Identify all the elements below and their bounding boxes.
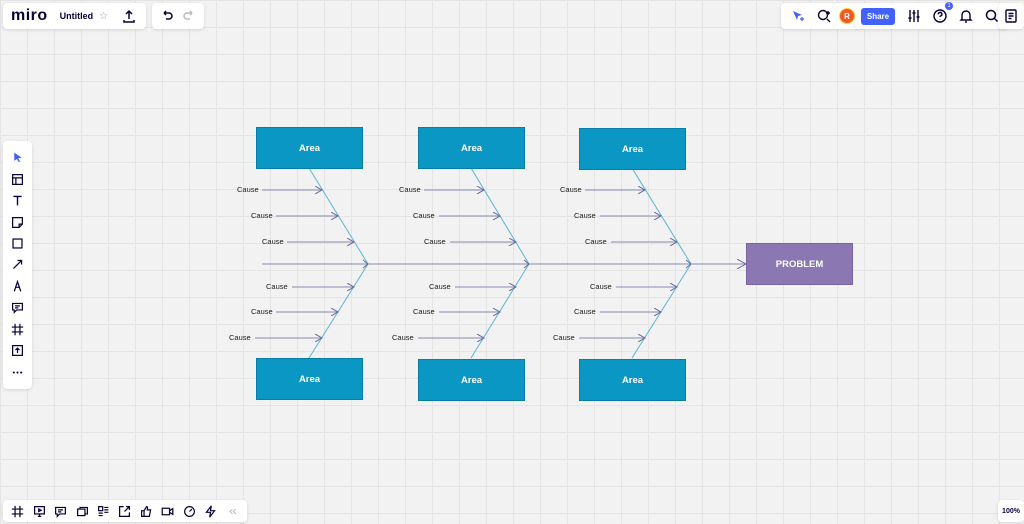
share-screen-icon[interactable]: [114, 500, 135, 522]
area-box-top-3[interactable]: Area: [579, 128, 686, 170]
cause-arrows-1[interactable]: [255, 190, 354, 338]
cause-label[interactable]: Cause: [266, 282, 288, 291]
timer-icon[interactable]: [179, 500, 200, 522]
area-box-bottom-2[interactable]: Area: [418, 359, 525, 401]
cause-label[interactable]: Cause: [229, 333, 251, 342]
bone-1-bottom[interactable]: [308, 263, 369, 359]
board-title[interactable]: Untitled: [59, 11, 94, 21]
invite-reaction-icon[interactable]: [813, 5, 835, 27]
area-label: Area: [621, 374, 644, 386]
cause-label[interactable]: Cause: [251, 307, 273, 316]
problem-box[interactable]: PROBLEM: [746, 243, 853, 285]
kanban-icon[interactable]: [93, 500, 114, 522]
area-label: Area: [298, 142, 321, 154]
zoom-level[interactable]: 100%: [1002, 507, 1020, 515]
cause-label[interactable]: Cause: [574, 307, 596, 316]
creation-toolbar: [3, 141, 32, 389]
area-label: Area: [298, 373, 321, 385]
presentation-icon[interactable]: [28, 500, 49, 522]
notes-icon[interactable]: [1000, 5, 1022, 27]
cause-label[interactable]: Cause: [574, 211, 596, 220]
shape-icon[interactable]: [7, 233, 29, 254]
undo-icon[interactable]: [156, 5, 178, 27]
miro-logo[interactable]: miro: [11, 7, 48, 24]
area-box-top-2[interactable]: Area: [418, 127, 525, 169]
collaboration-panel: R: [781, 3, 861, 29]
cause-label[interactable]: Cause: [262, 237, 284, 246]
undo-redo-panel: [152, 3, 204, 29]
help-icon[interactable]: 1: [929, 2, 953, 27]
voting-icon[interactable]: [136, 500, 157, 522]
video-icon[interactable]: [157, 500, 178, 522]
cause-label[interactable]: Cause: [424, 237, 446, 246]
collaboration-toolbar: [3, 500, 247, 522]
cause-label[interactable]: Cause: [399, 185, 421, 194]
more-icon[interactable]: [7, 362, 29, 383]
search-icon[interactable]: [981, 5, 1003, 27]
cause-arrows-2[interactable]: [418, 190, 516, 338]
area-box-bottom-1[interactable]: Area: [256, 358, 363, 400]
cursor-follow-icon[interactable]: [787, 5, 809, 27]
settings-sliders-icon[interactable]: [903, 5, 925, 27]
cause-label[interactable]: Cause: [237, 185, 259, 194]
cause-label[interactable]: Cause: [392, 333, 414, 342]
pen-icon[interactable]: [7, 276, 29, 297]
cause-label[interactable]: Cause: [590, 282, 612, 291]
cause-label[interactable]: Cause: [413, 211, 435, 220]
top-right-toolbar: Share 1: [855, 2, 1009, 29]
notes-panel: [998, 3, 1024, 29]
cards-icon[interactable]: [71, 500, 92, 522]
cause-label[interactable]: Cause: [553, 333, 575, 342]
connection-line-icon[interactable]: [7, 254, 29, 275]
bone-2-bottom[interactable]: [470, 263, 530, 359]
area-label: Area: [621, 143, 644, 155]
apps-icon[interactable]: [200, 500, 221, 522]
board-header: miro Untitled ☆: [3, 3, 147, 29]
area-box-bottom-3[interactable]: Area: [579, 359, 686, 401]
star-icon[interactable]: ☆: [99, 10, 109, 22]
frames-icon[interactable]: [7, 500, 28, 522]
problem-label: PROBLEM: [775, 258, 824, 270]
cause-label[interactable]: Cause: [413, 307, 435, 316]
cause-label[interactable]: Cause: [429, 282, 451, 291]
upload-icon[interactable]: [7, 340, 29, 361]
sticky-note-icon[interactable]: [7, 211, 29, 232]
collapse-icon[interactable]: [222, 500, 243, 522]
cause-arrows-3[interactable]: [579, 190, 677, 338]
area-label: Area: [460, 374, 483, 386]
cause-label[interactable]: Cause: [251, 211, 273, 220]
cause-label[interactable]: Cause: [585, 237, 607, 246]
frame-icon[interactable]: [7, 319, 29, 340]
select-icon[interactable]: [7, 147, 29, 168]
help-badge: 1: [945, 2, 953, 10]
share-button[interactable]: Share: [861, 7, 895, 25]
bone-3-bottom[interactable]: [631, 263, 692, 359]
comments-icon[interactable]: [50, 500, 71, 522]
export-icon[interactable]: [118, 5, 140, 27]
zoom-panel: 100%: [998, 500, 1024, 522]
cause-label[interactable]: Cause: [560, 185, 582, 194]
area-label: Area: [460, 142, 483, 154]
templates-icon[interactable]: [7, 168, 29, 189]
bell-icon[interactable]: [955, 5, 977, 27]
redo-icon[interactable]: [178, 5, 200, 27]
area-box-top-1[interactable]: Area: [256, 127, 363, 169]
text-icon[interactable]: [7, 190, 29, 211]
comment-icon[interactable]: [7, 297, 29, 318]
avatar[interactable]: R: [839, 8, 855, 24]
